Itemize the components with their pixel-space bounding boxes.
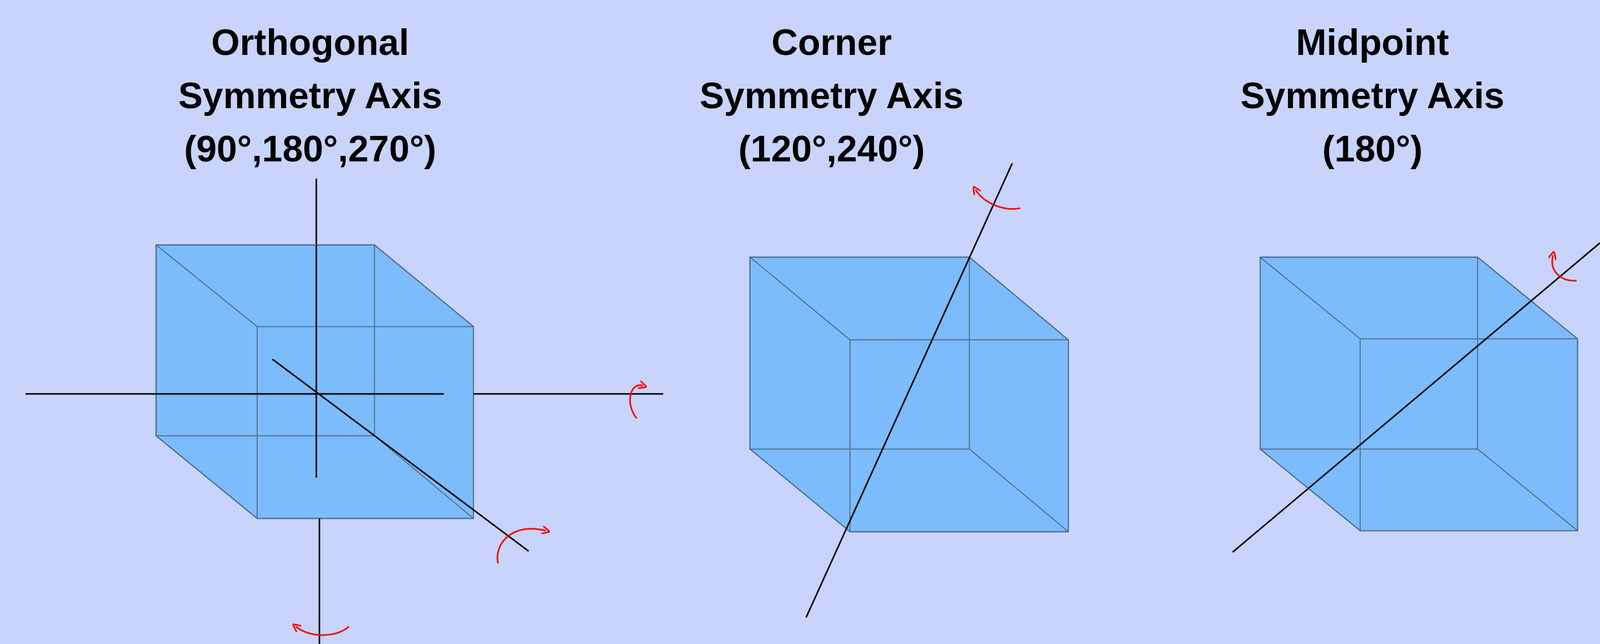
cube-corner: [750, 162, 1069, 618]
axis-line: [318, 518, 321, 644]
cube-back-face: [156, 245, 375, 436]
axis-line: [272, 359, 529, 552]
axis-line: [25, 393, 445, 395]
cube-front-face: [849, 339, 1069, 532]
axis-line: [806, 162, 1013, 618]
cube-front-face: [1359, 338, 1578, 531]
cube-edges: [750, 257, 1069, 532]
cube-body: [750, 257, 1069, 532]
axis-title: Corner Symmetry Axis (120°,240°): [683, 16, 980, 176]
axis-line: [1232, 242, 1600, 553]
rotation-arrow: [296, 626, 350, 635]
cube-body: [156, 245, 474, 519]
cube-back-face: [1260, 257, 1478, 450]
rotation-arrow: [975, 189, 1021, 209]
axis-title: Orthogonal Symmetry Axis (90°,180°,270°): [162, 16, 459, 176]
rotation-arrow: [1552, 255, 1577, 281]
axis-line: [315, 178, 318, 246]
axis-line: [473, 393, 664, 395]
cube-midpoint: [1232, 242, 1600, 553]
rotation-arrow: [497, 528, 546, 563]
cube-back-face: [750, 257, 970, 450]
axis-line: [315, 245, 318, 478]
axis-title: Midpoint Symmetry Axis (180°): [1224, 16, 1521, 176]
cube-edges: [156, 245, 474, 519]
rotation-arrow: [629, 385, 643, 419]
cube-front-face: [257, 326, 474, 519]
cube-orthogonal: [25, 178, 664, 644]
